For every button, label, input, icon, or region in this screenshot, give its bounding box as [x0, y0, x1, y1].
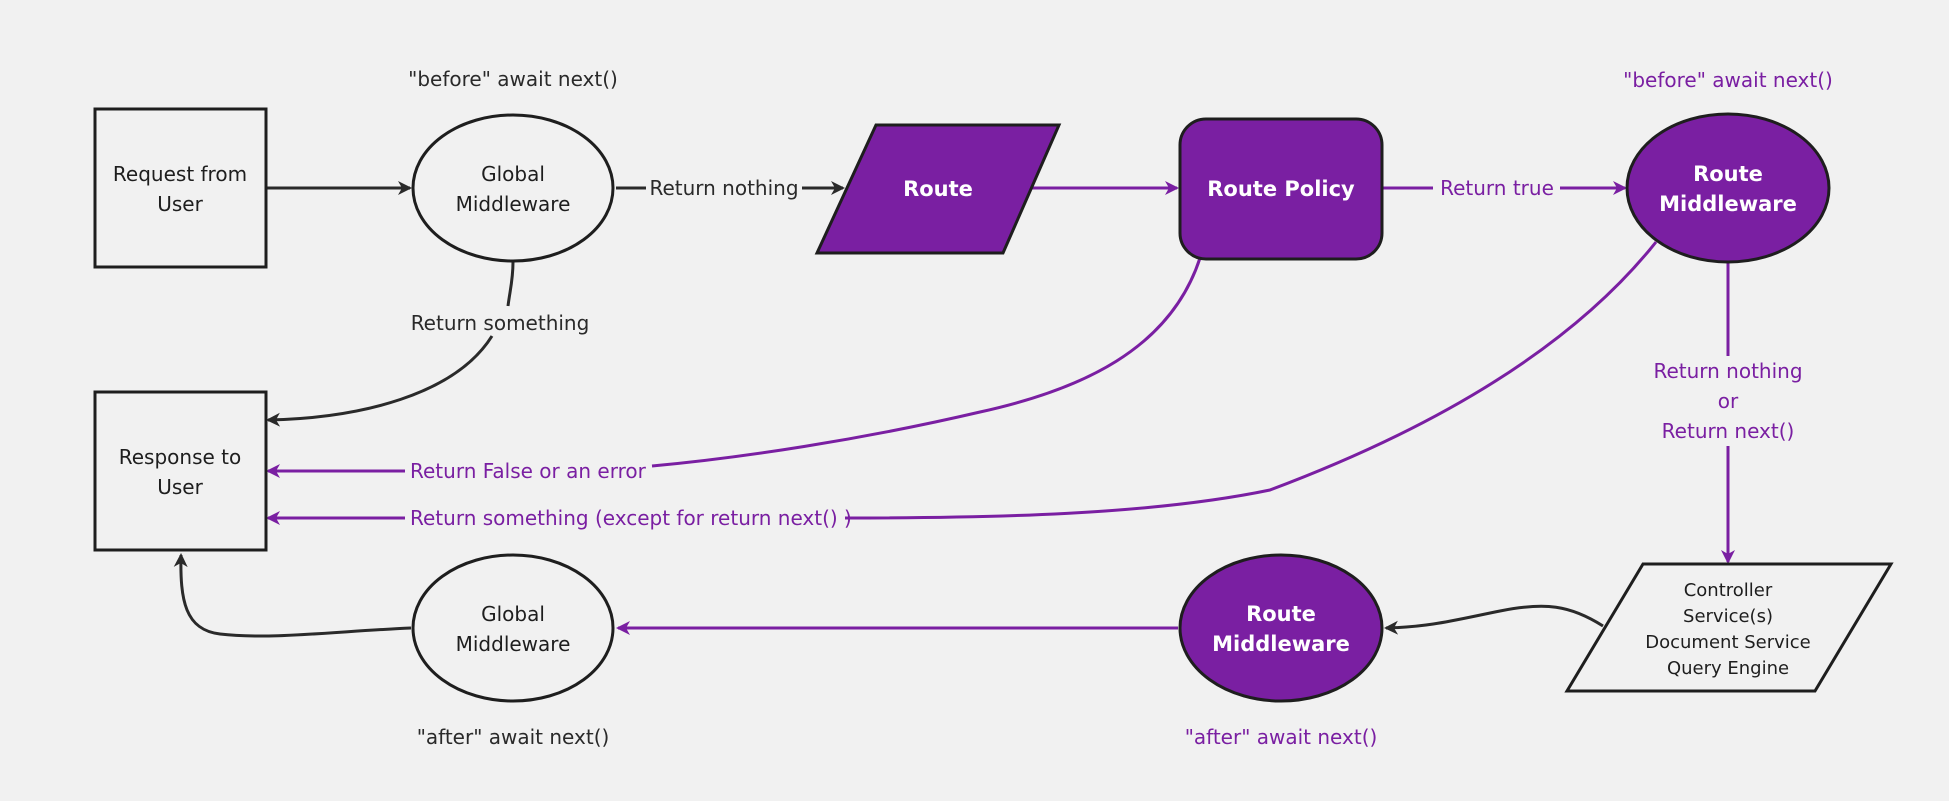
- node-global-bottom-line2: Middleware: [456, 632, 571, 656]
- node-response-to-user: Response to User: [93, 390, 268, 552]
- node-response-line1: Response to: [119, 445, 242, 469]
- edge-global-to-response-a: [506, 261, 515, 307]
- label-return-nothing-line1: Return nothing: [1653, 359, 1802, 383]
- node-global-top-line2: Middleware: [456, 192, 571, 216]
- label-return-something: Return something: [411, 311, 590, 335]
- edge-controller-to-routemw: [1384, 604, 1604, 635]
- node-controller-line1: Controller: [1684, 580, 1773, 601]
- label-return-nothing: Return nothing: [649, 176, 798, 200]
- node-controller-line4: Query Engine: [1667, 658, 1789, 679]
- node-response-line2: User: [157, 475, 203, 499]
- edge-global-to-response-b: [266, 335, 494, 427]
- label-after-global: "after" await next(): [417, 725, 610, 749]
- edge-policy-to-response-curve: [651, 257, 1202, 468]
- node-controller-line2: Service(s): [1683, 606, 1773, 627]
- node-request-line2: User: [157, 192, 203, 216]
- node-routemw-top-line1: Route: [1693, 162, 1763, 186]
- node-route-policy-label: Route Policy: [1207, 177, 1355, 201]
- node-global-bottom-line1: Global: [481, 602, 545, 626]
- node-routemw-bottom-line1: Route: [1246, 602, 1316, 626]
- node-route-policy: Route Policy: [1178, 117, 1384, 261]
- node-route-middleware-bottom: Route Middleware: [1178, 553, 1384, 703]
- label-before-global: "before" await next(): [408, 67, 618, 91]
- label-return-nothing-line2: or: [1718, 389, 1739, 413]
- node-routemw-bottom-line2: Middleware: [1212, 632, 1350, 656]
- label-return-true: Return true: [1440, 176, 1554, 200]
- node-route-label: Route: [903, 177, 973, 201]
- node-global-top-line1: Global: [481, 162, 545, 186]
- node-request-from-user: Request from User: [93, 107, 268, 269]
- node-route: Route: [814, 123, 1062, 255]
- node-routemw-top-line2: Middleware: [1659, 192, 1797, 216]
- label-after-route: "after" await next(): [1185, 725, 1378, 749]
- node-controller-line3: Document Service: [1645, 632, 1811, 653]
- node-controller: Controller Service(s) Document Service Q…: [1564, 562, 1894, 693]
- node-global-middleware-bottom: Global Middleware: [411, 553, 615, 703]
- label-return-false: Return False or an error: [410, 459, 647, 483]
- edge-globalmw-to-response: [173, 553, 412, 638]
- node-request-line1: Request from: [113, 162, 247, 186]
- label-before-route: "before" await next(): [1623, 68, 1833, 92]
- label-return-nothing-line3: Return next(): [1662, 419, 1795, 443]
- node-global-middleware-top: Global Middleware: [411, 113, 615, 263]
- label-return-something-except: Return something (except for return next…: [410, 506, 852, 530]
- edge-routemw-to-response-curve: [844, 241, 1658, 520]
- node-route-middleware-top: Route Middleware: [1625, 112, 1831, 264]
